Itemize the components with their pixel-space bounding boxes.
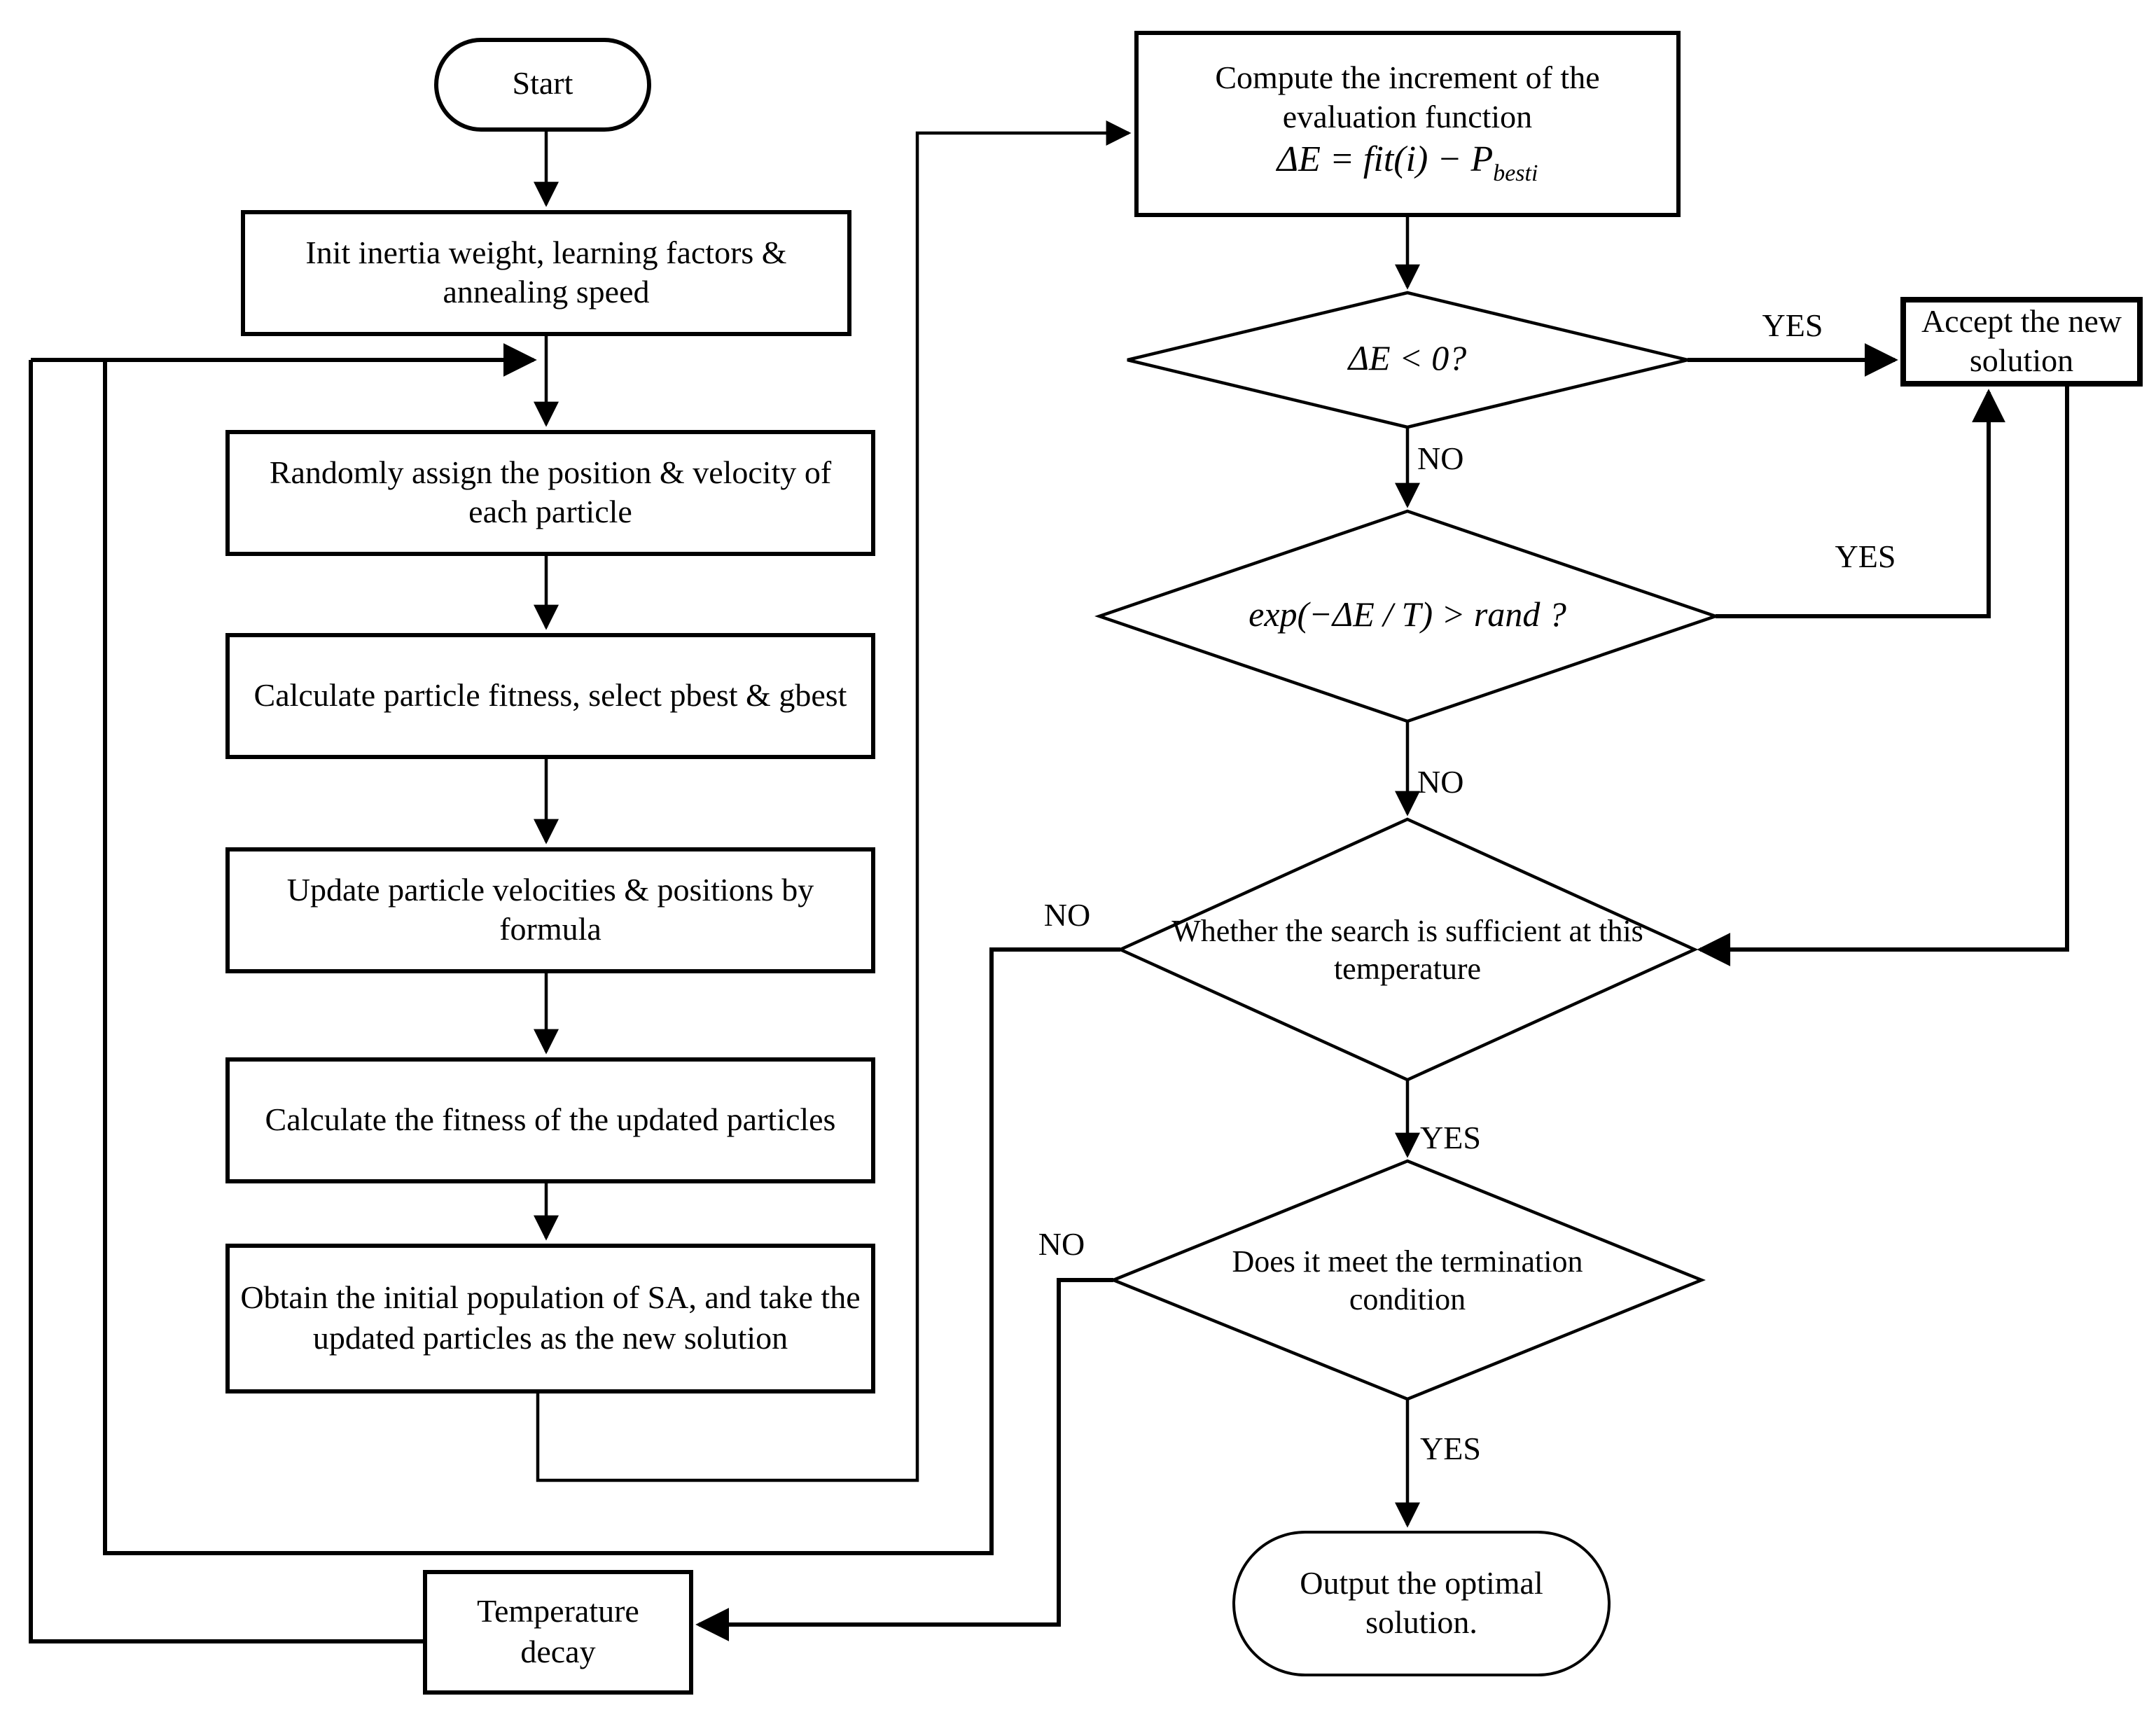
edge-label-delta-no: NO	[1417, 441, 1464, 476]
decision-search-shape	[1116, 817, 1699, 1082]
edge-label-termination-no: NO	[1038, 1227, 1085, 1262]
edge-decay-outer-loop	[29, 360, 423, 1643]
process-compute-increment: Compute the increment of the evaluation …	[1134, 31, 1681, 217]
process-obtain-sa-population: Obtain the initial population of SA, and…	[225, 1244, 875, 1393]
start-terminator: Start	[434, 38, 651, 132]
edge-label-search-yes: YES	[1420, 1120, 1481, 1155]
process-update-velocities-label: Update particle velocities & positions b…	[286, 872, 814, 947]
edge-exp-yes-accept	[1716, 389, 2005, 618]
edge-label-exp-yes: YES	[1835, 539, 1896, 574]
start-label: Start	[512, 66, 573, 102]
formula-subscript: besti	[1493, 160, 1538, 187]
decision-termination-shape	[1109, 1159, 1706, 1401]
output-terminator-label: Output the optimal solution.	[1300, 1565, 1543, 1640]
edge-label-exp-no: NO	[1417, 765, 1464, 800]
process-obtain-sa-population-label: Obtain the initial population of SA, and…	[240, 1280, 861, 1355]
compute-increment-formula: ΔE = fit(i) − Pbesti	[1277, 137, 1538, 188]
process-temperature-decay: Temperature decay	[423, 1570, 693, 1695]
output-terminator: Output the optimal solution.	[1232, 1531, 1611, 1676]
process-select-pbest-gbest-label: Calculate particle fitness, select pbest…	[253, 677, 847, 713]
process-fitness-updated-label: Calculate the fitness of the updated par…	[265, 1101, 836, 1137]
edge-obtain-compute	[536, 120, 1132, 1482]
process-update-velocities: Update particle velocities & positions b…	[225, 847, 875, 973]
edge-search-no-loop	[103, 360, 1120, 1555]
edge-label-delta-yes: YES	[1762, 308, 1823, 343]
process-accept-solution: Accept the new solution	[1900, 297, 2143, 387]
process-fitness-updated: Calculate the fitness of the updated par…	[225, 1057, 875, 1183]
edge-label-termination-yes: YES	[1420, 1431, 1481, 1466]
decision-exp-shape	[1094, 509, 1720, 723]
process-select-pbest-gbest: Calculate particle fitness, select pbest…	[225, 633, 875, 759]
edge-label-search-no: NO	[1043, 898, 1091, 933]
process-random-assign-label: Randomly assign the position & velocity …	[269, 454, 832, 529]
edge-accept-search	[1697, 387, 2069, 966]
compute-increment-line1: Compute the increment of the	[1215, 60, 1600, 96]
compute-increment-line2: evaluation function	[1282, 99, 1533, 135]
process-init-label: Init inertia weight, learning factors & …	[305, 235, 787, 310]
process-accept-solution-label: Accept the new solution	[1921, 303, 2122, 378]
process-random-assign: Randomly assign the position & velocity …	[225, 430, 875, 556]
process-init-parameters: Init inertia weight, learning factors & …	[241, 210, 851, 336]
decision-delta-shape	[1127, 291, 1688, 429]
edge-termination-no-decay	[695, 1278, 1113, 1641]
process-temperature-decay-label: Temperature decay	[477, 1594, 639, 1669]
formula-main: ΔE = fit(i) − P	[1277, 139, 1494, 180]
